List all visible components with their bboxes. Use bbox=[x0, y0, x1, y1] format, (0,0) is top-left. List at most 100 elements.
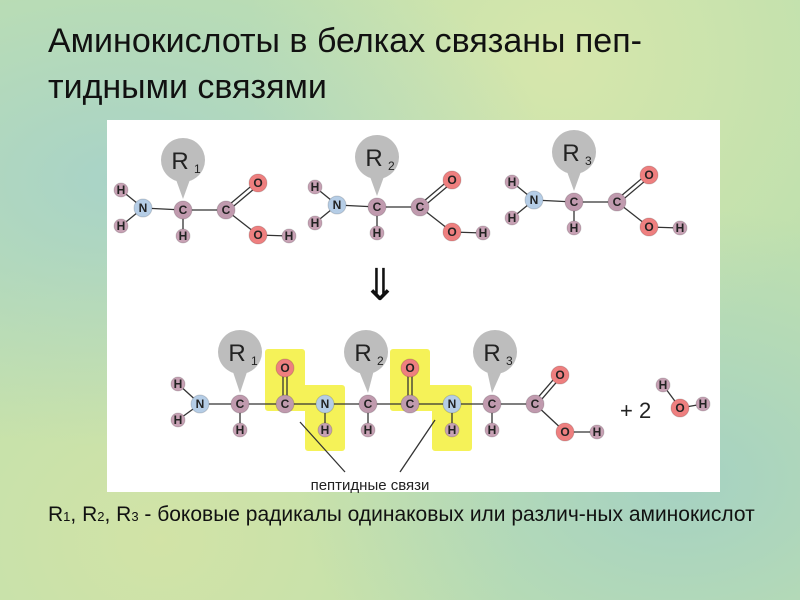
caption-sub: 1 bbox=[63, 509, 71, 524]
atom-h bbox=[504, 174, 520, 190]
atom-n bbox=[524, 190, 544, 210]
atom-o bbox=[555, 422, 575, 442]
atom-label: C bbox=[416, 200, 425, 214]
atom-o bbox=[670, 398, 690, 418]
atom-label: H bbox=[321, 423, 330, 437]
slide-title: Аминокислоты в белках связаны пеп-тидным… bbox=[48, 22, 642, 106]
radical-label: R bbox=[354, 340, 371, 367]
atom-o bbox=[248, 225, 268, 245]
atom-label: O bbox=[560, 425, 569, 439]
atom-label: C bbox=[570, 195, 579, 209]
caption-r: R bbox=[48, 503, 64, 526]
atom-h bbox=[307, 215, 323, 231]
atom-h bbox=[113, 182, 129, 198]
atom-c bbox=[607, 192, 627, 212]
atom-label: O bbox=[644, 168, 653, 182]
atom-label: O bbox=[644, 220, 653, 234]
atom-label: O bbox=[405, 361, 414, 375]
peptide-bonds-label: пептидные связи bbox=[311, 477, 430, 494]
atom-n bbox=[190, 394, 210, 414]
atom-label: N bbox=[530, 193, 539, 207]
atom-label: C bbox=[373, 200, 382, 214]
atom-label: H bbox=[479, 226, 488, 240]
atom-label: H bbox=[364, 423, 373, 437]
atom-label: H bbox=[117, 219, 126, 233]
atom-c bbox=[216, 200, 236, 220]
atom-o bbox=[639, 165, 659, 185]
atom-label: C bbox=[613, 195, 622, 209]
atom-c bbox=[482, 394, 502, 414]
caption-r: , R bbox=[104, 503, 132, 526]
atom-label: H bbox=[699, 397, 708, 411]
atom-label: O bbox=[675, 401, 684, 415]
atom-label: O bbox=[447, 225, 456, 239]
atom-c bbox=[275, 394, 295, 414]
atom-h bbox=[504, 210, 520, 226]
atom-label: C bbox=[222, 203, 231, 217]
atom-h bbox=[170, 376, 186, 392]
radical-bubble bbox=[344, 330, 388, 374]
atom-label: C bbox=[281, 397, 290, 411]
radical-label: R bbox=[562, 140, 579, 167]
atom-c bbox=[410, 197, 430, 217]
atom-label: C bbox=[364, 397, 373, 411]
radical-bubble bbox=[473, 330, 517, 374]
atom-label: H bbox=[373, 226, 382, 240]
atom-h bbox=[317, 422, 333, 438]
atom-label: C bbox=[236, 397, 245, 411]
radical-bubble bbox=[355, 135, 399, 179]
atom-o bbox=[400, 358, 420, 378]
atom-label: H bbox=[508, 211, 517, 225]
atom-h bbox=[655, 377, 671, 393]
atom-label: H bbox=[174, 413, 183, 427]
atom-h bbox=[695, 396, 711, 412]
atom-c bbox=[400, 394, 420, 414]
radical-bubble bbox=[218, 330, 262, 374]
radical-bubble bbox=[552, 130, 596, 174]
diagram-panel bbox=[107, 120, 720, 492]
atom-label: H bbox=[117, 183, 126, 197]
atom-label: C bbox=[531, 397, 540, 411]
atom-c bbox=[525, 394, 545, 414]
atom-c bbox=[564, 192, 584, 212]
atom-label: O bbox=[253, 228, 262, 242]
atom-label: H bbox=[488, 423, 497, 437]
atom-n bbox=[327, 195, 347, 215]
atom-h bbox=[566, 220, 582, 236]
atom-c bbox=[358, 394, 378, 414]
radical-index: 3 bbox=[585, 154, 592, 168]
atom-label: H bbox=[285, 229, 294, 243]
atom-o bbox=[248, 173, 268, 193]
atom-h bbox=[281, 228, 297, 244]
atom-n bbox=[442, 394, 462, 414]
atom-label: H bbox=[236, 423, 245, 437]
atom-o bbox=[550, 365, 570, 385]
atom-label: H bbox=[659, 378, 668, 392]
atom-label: N bbox=[448, 397, 457, 411]
atom-label: O bbox=[253, 176, 262, 190]
radical-index: 2 bbox=[388, 159, 395, 173]
atom-label: H bbox=[676, 221, 685, 235]
atom-h bbox=[484, 422, 500, 438]
radical-index: 2 bbox=[377, 354, 384, 368]
radical-index: 3 bbox=[506, 354, 513, 368]
atom-label: N bbox=[196, 397, 205, 411]
atom-c bbox=[367, 197, 387, 217]
reaction-arrow-icon: ⇓ bbox=[362, 260, 399, 311]
atom-label: N bbox=[139, 201, 148, 215]
caption-r: , R bbox=[70, 503, 98, 526]
atom-label: O bbox=[555, 368, 564, 382]
atom-label: N bbox=[333, 198, 342, 212]
atom-n bbox=[133, 198, 153, 218]
radical-label: R bbox=[483, 340, 500, 367]
radical-index: 1 bbox=[251, 354, 258, 368]
atom-label: N bbox=[321, 397, 330, 411]
radical-label: R bbox=[228, 340, 245, 367]
atom-c bbox=[230, 394, 250, 414]
atom-label: H bbox=[593, 425, 602, 439]
atom-n bbox=[315, 394, 335, 414]
atom-h bbox=[113, 218, 129, 234]
atom-h bbox=[170, 412, 186, 428]
caption-sub: 3 bbox=[131, 509, 139, 524]
